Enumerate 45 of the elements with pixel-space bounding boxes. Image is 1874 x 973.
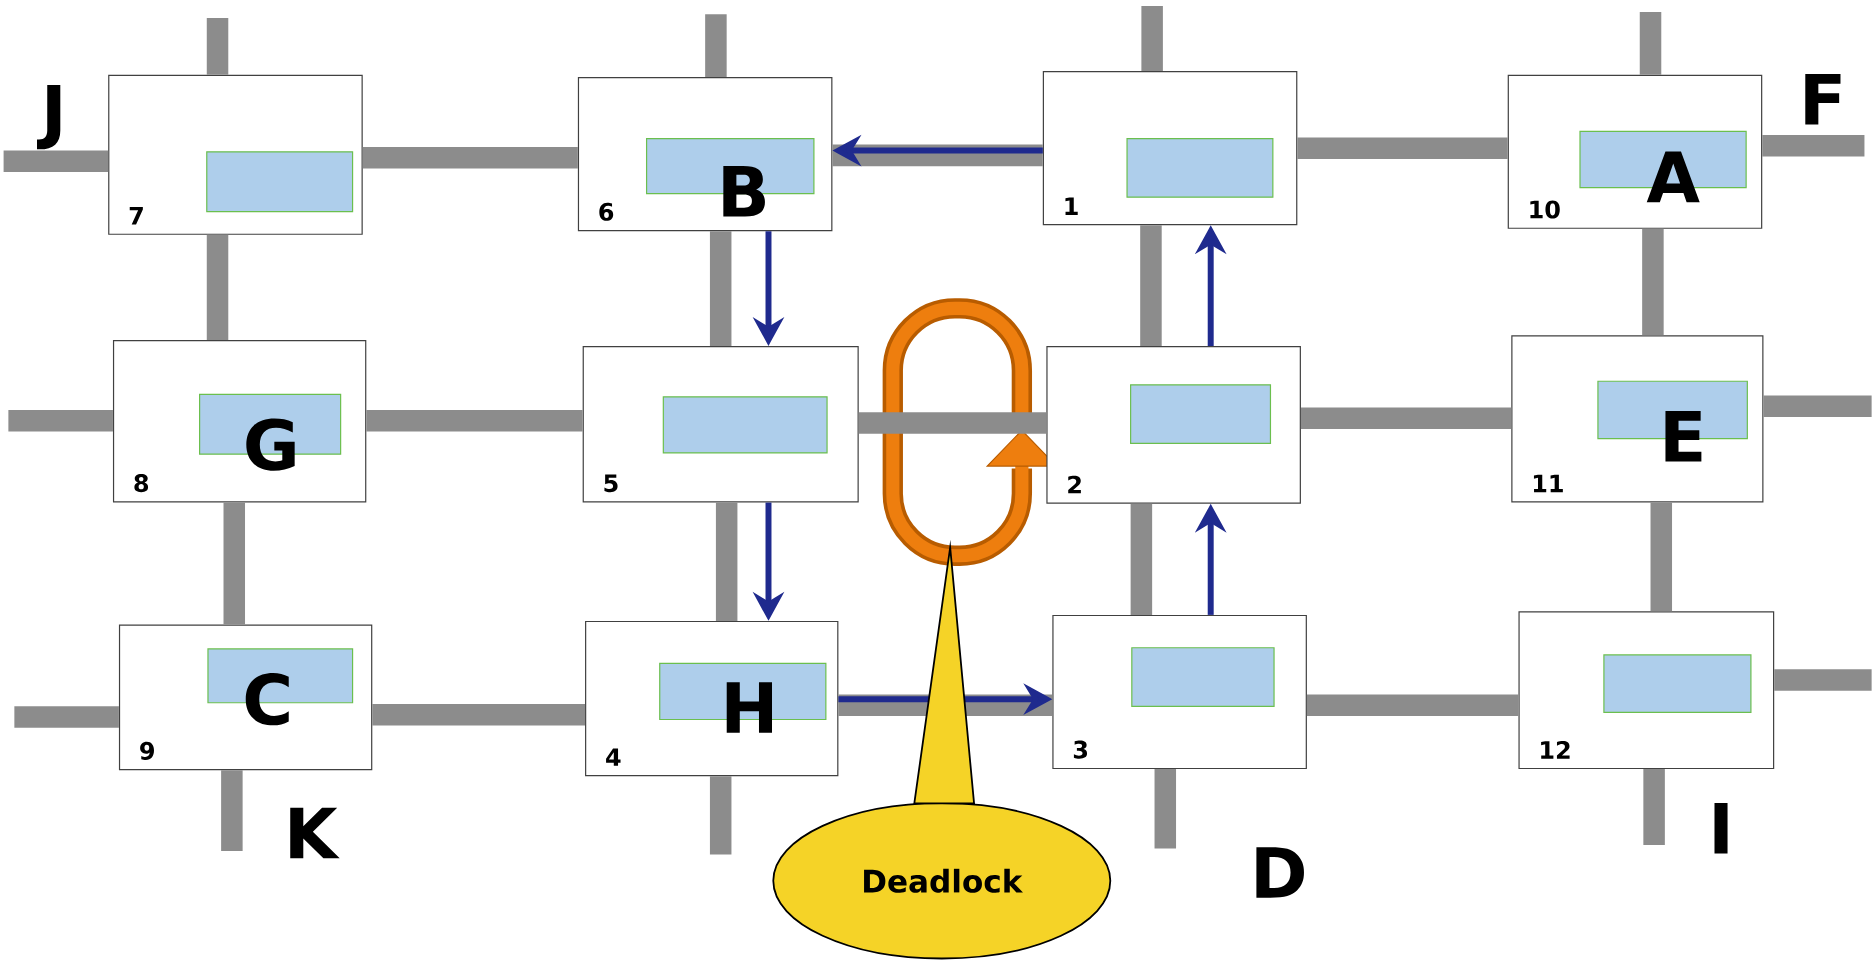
- link-line: [1643, 769, 1665, 846]
- link-line: [709, 776, 732, 855]
- link-line: [206, 234, 229, 341]
- link-line: [362, 147, 578, 169]
- link-line: [1642, 228, 1664, 336]
- link-line: [1762, 135, 1865, 157]
- router-box: 3: [1052, 615, 1307, 770]
- link-line: [838, 694, 1053, 716]
- grid-letter: J: [37, 85, 61, 150]
- link-line: [709, 231, 732, 347]
- link-line: [1639, 12, 1662, 75]
- link-line: [206, 18, 229, 75]
- link-line: [1140, 225, 1162, 347]
- router-box: 7: [108, 74, 363, 235]
- link-line: [1141, 6, 1163, 72]
- grid-letter: I: [1714, 803, 1728, 854]
- link-line: [366, 410, 583, 432]
- router-box: 2: [1046, 346, 1301, 504]
- link-line: [715, 502, 738, 621]
- link-line: [705, 14, 727, 78]
- link-line: [1306, 694, 1519, 716]
- link-line: [372, 704, 586, 726]
- router-box: 8 G: [112, 340, 367, 503]
- callout-bubble: Deadlock: [772, 802, 1112, 960]
- link-line: [223, 502, 245, 625]
- grid-letter: K: [290, 807, 340, 859]
- link-line: [832, 144, 1043, 167]
- link-line: [1650, 502, 1673, 612]
- link-line: [1297, 137, 1508, 160]
- router-box: 9 C: [118, 624, 373, 771]
- router-box: 1: [1042, 71, 1298, 226]
- router-box: 12: [1518, 611, 1775, 770]
- link-line: [1763, 395, 1872, 418]
- link-line: [1130, 503, 1153, 615]
- grid-letter: F: [1805, 74, 1841, 125]
- link-line: [221, 770, 243, 852]
- link-line: [1774, 669, 1872, 691]
- link-line: [858, 412, 1047, 434]
- grid-letter: D: [1256, 847, 1304, 898]
- link-line: [1154, 769, 1177, 849]
- link-line: [14, 706, 119, 728]
- router-box: 5: [582, 346, 859, 503]
- link-line: [1300, 407, 1512, 430]
- link-line: [3, 150, 109, 173]
- link-line: [8, 410, 113, 432]
